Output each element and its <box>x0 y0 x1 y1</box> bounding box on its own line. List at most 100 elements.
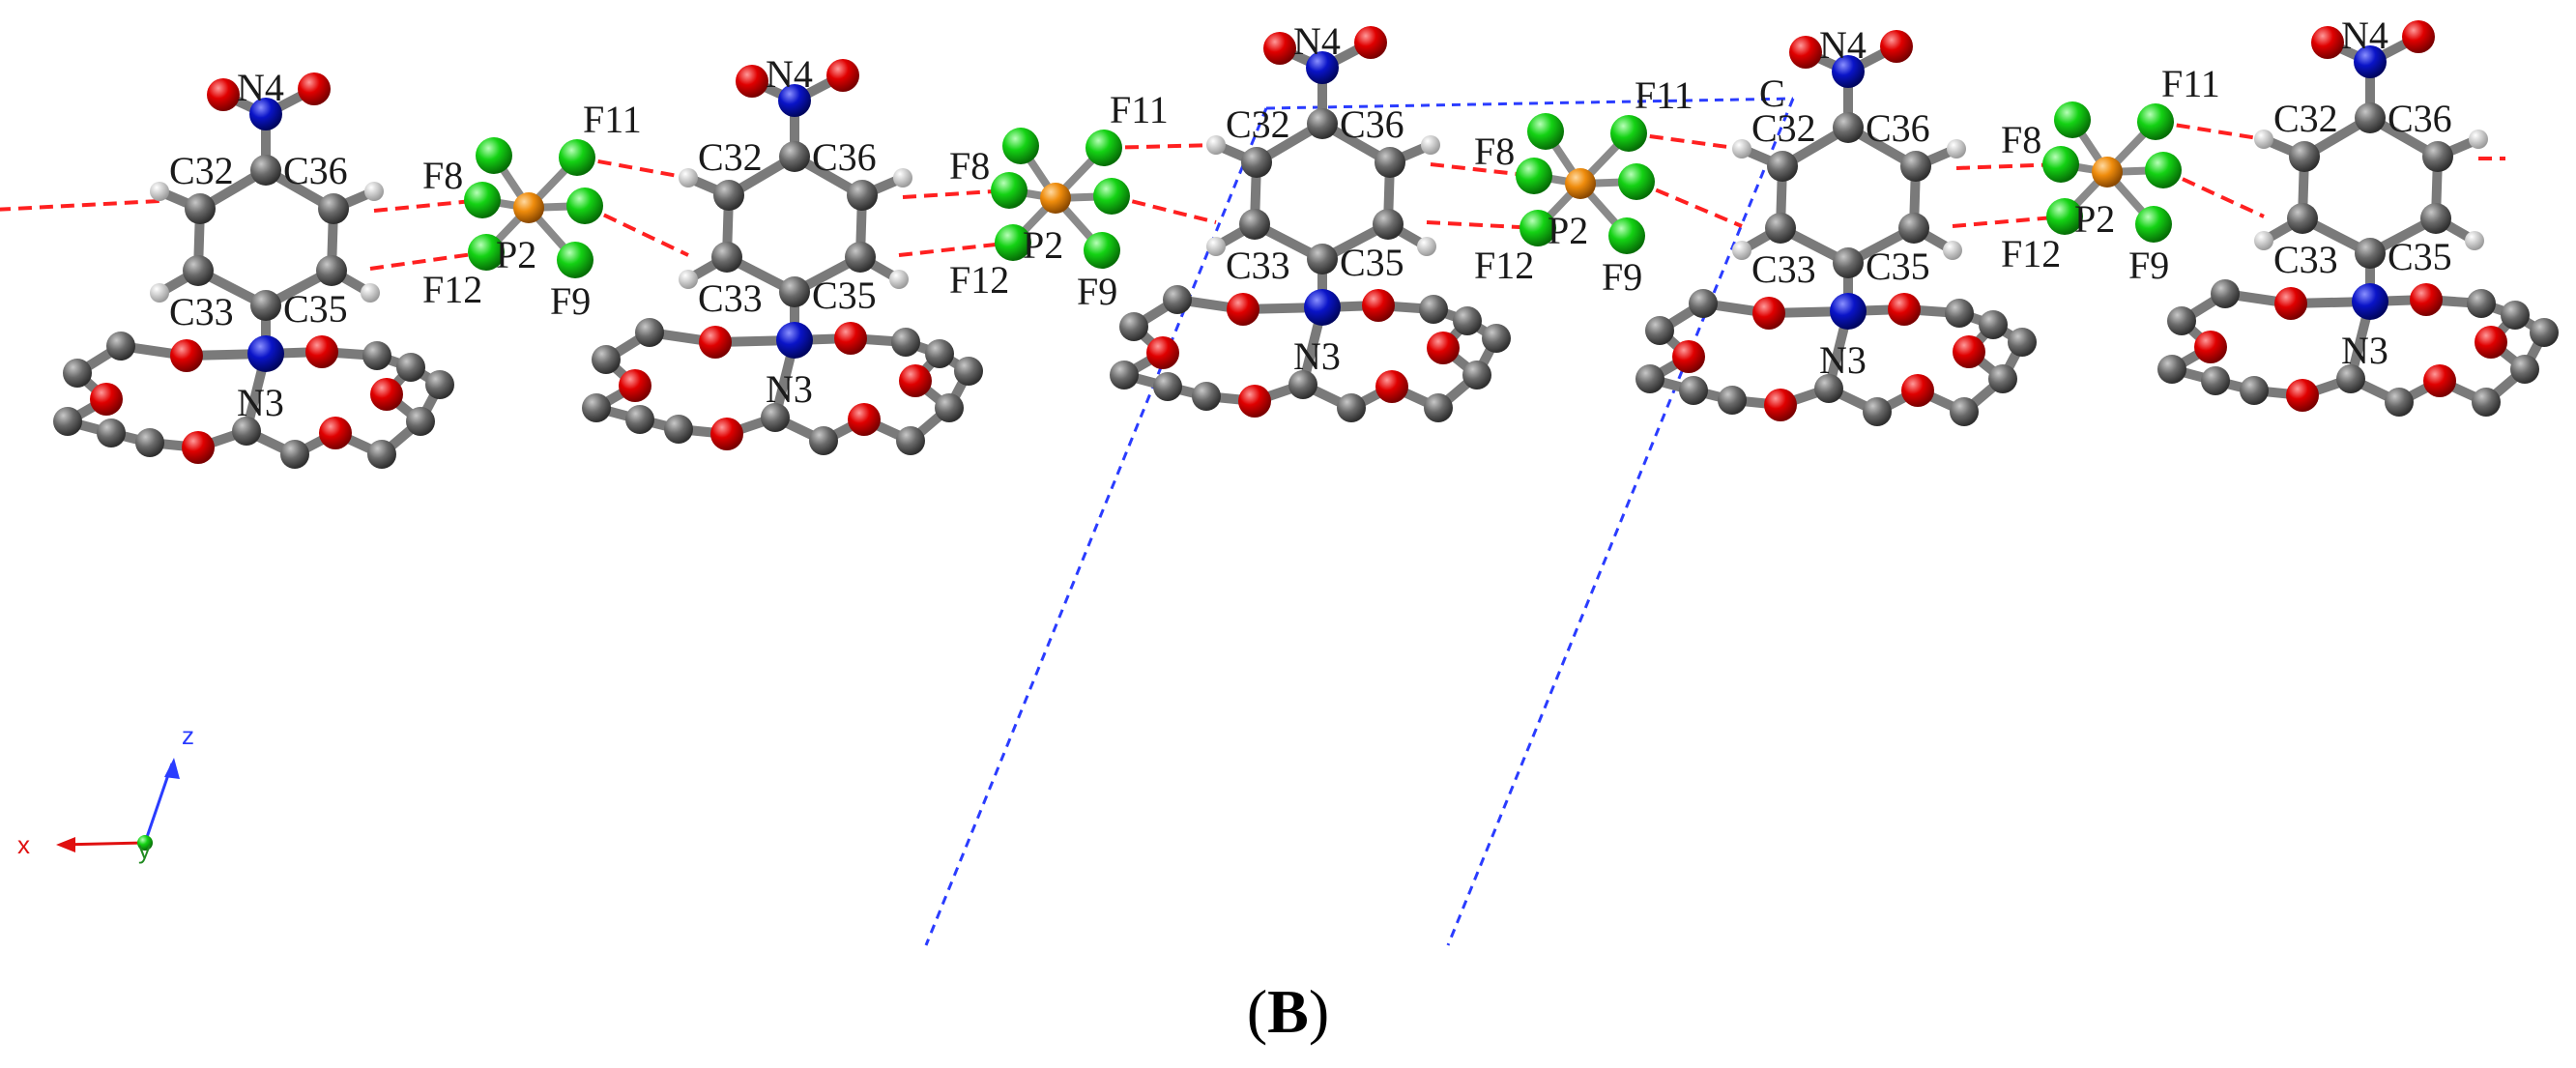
nitrogen-atom <box>776 322 813 359</box>
hydrogen-atom <box>150 283 169 303</box>
label-f12: F12 <box>2001 232 2061 275</box>
nitrogen-atom <box>1830 293 1867 330</box>
hydrogen-atom <box>364 182 384 201</box>
carbon-atom <box>1863 397 1892 426</box>
axis-triad: x z y <box>17 721 194 864</box>
carbon-atom <box>1192 382 1221 411</box>
carbon-atom <box>1453 306 1482 335</box>
fluorine-atom <box>1608 217 1645 254</box>
carbon-atom <box>713 180 744 211</box>
fluorine-atom <box>1520 210 1556 246</box>
carbon-atom <box>2472 388 2501 417</box>
oxygen-atom <box>2410 283 2443 316</box>
oxygen-atom <box>1764 389 1797 421</box>
label-n3: N3 <box>766 367 813 411</box>
label-c32: C32 <box>1226 102 1290 146</box>
label-f8: F8 <box>1474 130 1515 173</box>
oxygen-atom <box>2475 326 2507 359</box>
nitrogen-atom <box>1304 289 1341 326</box>
label-f12: F12 <box>1474 244 1534 287</box>
hydrogen-atom <box>889 270 909 289</box>
carbon-atom <box>2287 203 2318 234</box>
oxygen-atom <box>1362 289 1395 322</box>
hydrogen-atom <box>2465 231 2484 250</box>
carbon-atom <box>1950 397 1979 426</box>
carbon-atom <box>97 419 126 447</box>
carbon-atom <box>1765 213 1796 244</box>
hydrogen-bond <box>1952 215 2066 228</box>
carbon-atom <box>2501 301 2530 330</box>
hydrogen-bond <box>369 250 487 271</box>
hydrogen-bond <box>1628 131 1743 151</box>
carbon-atom <box>845 242 876 273</box>
carbon-atom <box>2167 306 2196 335</box>
cation-unit <box>582 59 983 455</box>
label-c32: C32 <box>2273 97 2338 140</box>
fluorine-atom <box>2135 206 2172 243</box>
cation-unit <box>1110 26 1511 422</box>
label-f9: F9 <box>1602 255 1642 299</box>
carbon-atom <box>779 276 810 307</box>
label-c33: C33 <box>1751 247 1816 291</box>
hydrogen-bond <box>0 199 160 212</box>
carbon-atom <box>2201 366 2230 395</box>
oxygen-atom <box>1263 32 1296 65</box>
fluorine-atom <box>468 234 505 271</box>
carbon-atom <box>406 407 435 436</box>
oxygen-atom <box>899 364 932 397</box>
fluorine-atom <box>557 242 593 278</box>
cation-unit <box>53 72 454 469</box>
fluorine-atom <box>1085 130 1122 166</box>
oxygen-atom <box>834 322 867 355</box>
pf6-anion <box>2042 101 2182 243</box>
caption-letter: B <box>1267 977 1309 1046</box>
hydrogen-bond <box>584 204 689 257</box>
carbon-atom <box>896 426 925 455</box>
label-p2: P2 <box>1023 223 1063 267</box>
label-f9: F9 <box>550 279 591 323</box>
label-f11: F11 <box>1110 88 1169 131</box>
carbon-atom <box>135 428 164 457</box>
hydrogen-bond <box>1635 180 1743 228</box>
hydrogen-bond <box>2155 120 2265 141</box>
nitrogen-atom <box>1306 51 1339 84</box>
oxygen-atom <box>848 403 881 436</box>
carbon-atom <box>1898 213 1929 244</box>
carbon-atom <box>954 357 983 386</box>
oxygen-atom <box>90 383 123 416</box>
fluorine-atom <box>2046 198 2083 235</box>
carbon-atom <box>1241 147 1272 178</box>
label-c33: C33 <box>169 290 234 333</box>
label-f9: F9 <box>1077 270 1117 313</box>
carbon-atom <box>1337 393 1366 422</box>
carbon-atom <box>53 407 82 436</box>
hydrogen-bond <box>2162 168 2265 218</box>
oxygen-atom <box>2194 331 2227 363</box>
carbon-atom <box>711 242 742 273</box>
carbon-atom <box>1645 316 1674 345</box>
label-f11: F11 <box>1635 73 1693 117</box>
oxygen-atom <box>370 378 403 411</box>
label-n3: N3 <box>1819 338 1867 382</box>
label-c36: C36 <box>1340 102 1404 146</box>
oxygen-atom <box>826 59 859 92</box>
phosphorus-atom <box>2092 157 2123 188</box>
carbon-atom <box>1375 147 1405 178</box>
carbon-atom <box>925 339 954 368</box>
hydrogen-atom <box>2254 231 2273 250</box>
hydrogen-bond <box>576 156 689 180</box>
oxygen-atom <box>1752 297 1785 330</box>
label-f11: F11 <box>583 98 642 141</box>
carbon-atom <box>425 370 454 399</box>
label-c36: C36 <box>812 135 877 179</box>
carbon-atom <box>2420 203 2451 234</box>
carbon-atom <box>664 415 693 444</box>
pf6-anion <box>1516 113 1655 254</box>
label-c35: C35 <box>1866 245 1930 288</box>
oxygen-atom <box>319 417 352 449</box>
carbon-atom <box>809 426 838 455</box>
carbon-atom <box>847 180 878 211</box>
carbon-atom <box>761 403 790 432</box>
carbon-atom <box>2355 102 2386 133</box>
